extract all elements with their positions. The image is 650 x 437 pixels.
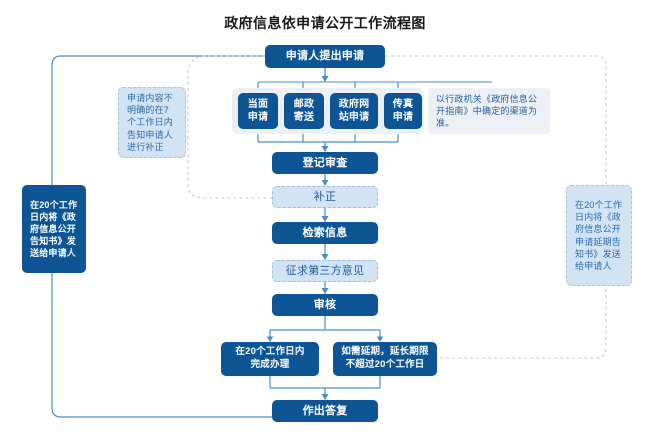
node-apply[interactable]: 申请人提出申请 — [265, 45, 385, 68]
node-review-label: 审核 — [313, 298, 337, 311]
node-third-party-opinion[interactable]: 征求第三方意见 — [272, 260, 378, 282]
node-make-reply[interactable]: 作出答复 — [272, 400, 378, 422]
node-register-review-label: 登记审查 — [302, 156, 348, 169]
node-method-post[interactable]: 邮政 寄送 — [284, 93, 324, 129]
node-complete-within-20-days-label-1: 在20个工作日内 — [235, 346, 305, 358]
note-correction-instruction: 申请内容不明确的在7个工作日内告知申请人进行补正 — [118, 87, 186, 158]
node-register-review[interactable]: 登记审查 — [272, 152, 378, 174]
node-complete-within-20-days-label-2: 完成办理 — [250, 359, 290, 370]
node-method-website[interactable]: 政府网 站申请 — [330, 93, 378, 129]
node-method-in-person-label-2: 申请 — [247, 112, 269, 123]
node-apply-label: 申请人提出申请 — [285, 50, 365, 63]
node-method-post-label-2: 寄送 — [293, 112, 315, 123]
note-right-extension-notification-label: 在20个工作日内将《政府信息公开申请延期告知书》发送给申请人 — [575, 200, 623, 271]
node-method-website-label-1: 政府网 — [338, 98, 370, 110]
note-channel: 以行政机关《政府信息公开指南》中确定的渠道为准。 — [428, 88, 550, 134]
note-correction-instruction-label: 申请内容不明确的在7个工作日内告知申请人进行补正 — [127, 93, 174, 152]
node-method-fax-label-1: 传真 — [392, 98, 414, 110]
node-search-info-label: 检索信息 — [302, 226, 348, 239]
node-third-party-opinion-label: 征求第三方意见 — [285, 264, 365, 277]
node-method-fax-label-2: 申请 — [392, 112, 414, 123]
node-search-info[interactable]: 检索信息 — [272, 222, 378, 244]
node-method-fax[interactable]: 传真 申请 — [384, 93, 422, 129]
node-extension-label-1: 如需延期，延长期限 — [341, 346, 429, 358]
node-correction-label: 补正 — [313, 190, 337, 203]
node-make-reply-label: 作出答复 — [302, 404, 348, 417]
note-channel-label: 以行政机关《政府信息公开指南》中确定的渠道为准。 — [436, 93, 538, 129]
note-left-notification-label: 在20个工作日内将《政府信息公开告知书》发送给申请人 — [30, 199, 78, 259]
node-correction[interactable]: 补正 — [272, 186, 378, 208]
note-right-extension-notification: 在20个工作日内将《政府信息公开申请延期告知书》发送给申请人 — [566, 185, 632, 286]
node-extension-label-2: 不超过20个工作日 — [345, 359, 425, 370]
node-extension[interactable]: 如需延期，延长期限 不超过20个工作日 — [333, 342, 437, 376]
node-method-in-person-label-1: 当面 — [247, 98, 269, 110]
node-method-post-label-1: 邮政 — [293, 98, 315, 110]
node-method-website-label-2: 站申请 — [338, 112, 370, 123]
page-title: 政府信息依申请公开工作流程图 — [224, 15, 426, 31]
node-complete-within-20-days[interactable]: 在20个工作日内 完成办理 — [221, 342, 319, 376]
node-review[interactable]: 审核 — [272, 294, 378, 316]
note-left-notification: 在20个工作日内将《政府信息公开告知书》发送给申请人 — [22, 185, 86, 273]
node-method-in-person[interactable]: 当面 申请 — [238, 93, 278, 129]
